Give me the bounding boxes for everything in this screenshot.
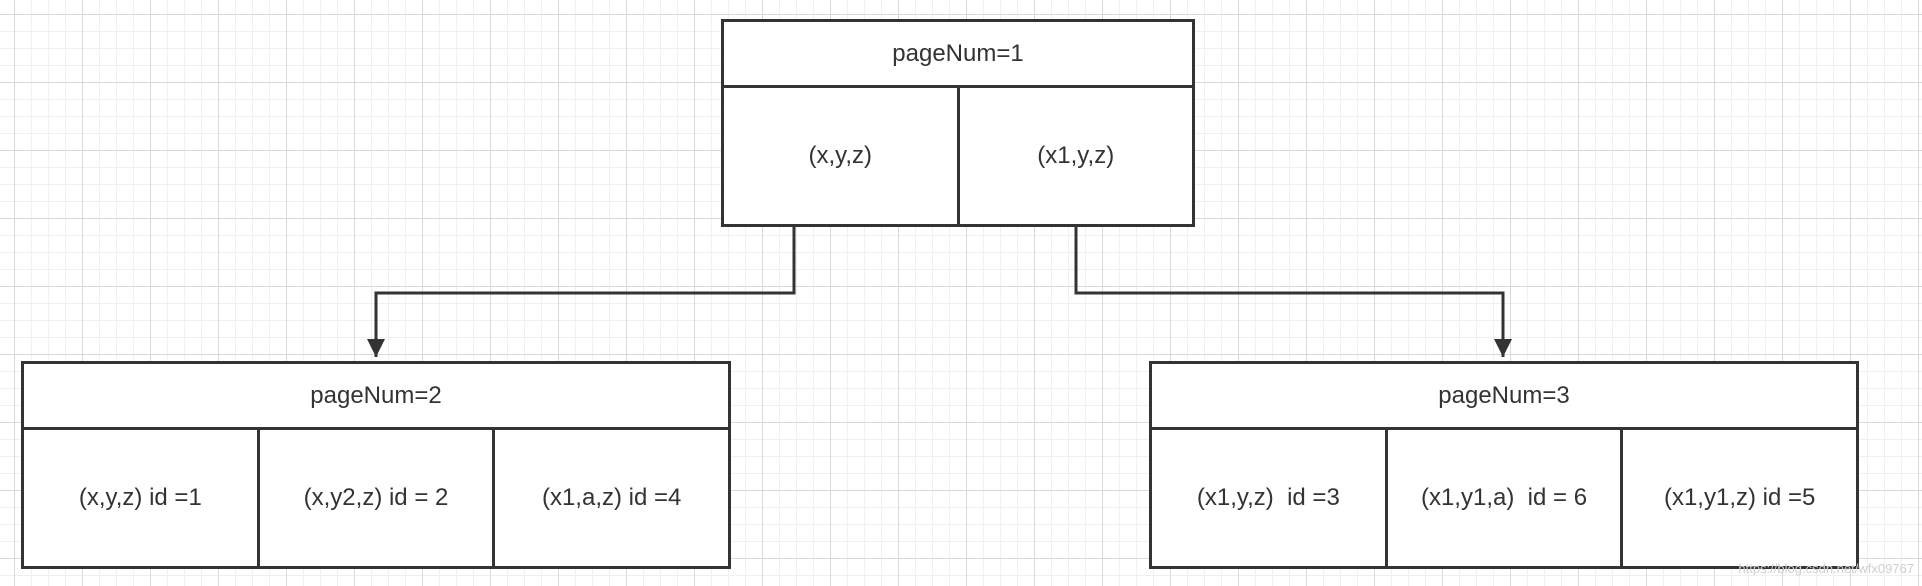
node-page-2-cell-3: (x1,a,z) id =4 (492, 430, 728, 566)
node-page-1-cell-2: (x1,y,z) (956, 88, 1193, 224)
node-page-1: pageNum=1 (x,y,z) (x1,y,z) (721, 19, 1195, 227)
node-page-3-header: pageNum=3 (1152, 364, 1856, 430)
watermark: https://blog.csdn.net/wfx09767 (1738, 561, 1914, 576)
edge-root-to-right (1074, 227, 1512, 357)
node-page-2-header: pageNum=2 (24, 364, 728, 430)
node-page-2-cell-1: (x,y,z) id =1 (78, 484, 202, 511)
node-page-3-cell-2: (x1,y1,a) id = 6 (1384, 430, 1621, 566)
node-page-3-cell-1: (x1,y,z) id =3 (1196, 484, 1340, 511)
node-page-2-cells: (x,y,z) id =1 (x,y2,z) id = 2 (x1,a,z) i… (24, 430, 728, 566)
node-page-3-cells: (x1,y,z) id =3 (x1,y1,a) id = 6 (x1,y1,z… (1152, 430, 1856, 566)
node-page-2-cell-2: (x,y2,z) id = 2 (256, 430, 493, 566)
node-page-2: pageNum=2 (x,y,z) id =1 (x,y2,z) id = 2 … (21, 361, 731, 569)
node-page-1-cell-1: (x,y,z) (808, 142, 873, 169)
node-page-3: pageNum=3 (x1,y,z) id =3 (x1,y1,a) id = … (1149, 361, 1859, 569)
node-page-1-header: pageNum=1 (724, 22, 1192, 88)
edge-root-to-left (367, 227, 796, 357)
node-page-3-cell-3: (x1,y1,z) id =5 (1620, 430, 1856, 566)
node-page-1-cells: (x,y,z) (x1,y,z) (724, 88, 1192, 224)
